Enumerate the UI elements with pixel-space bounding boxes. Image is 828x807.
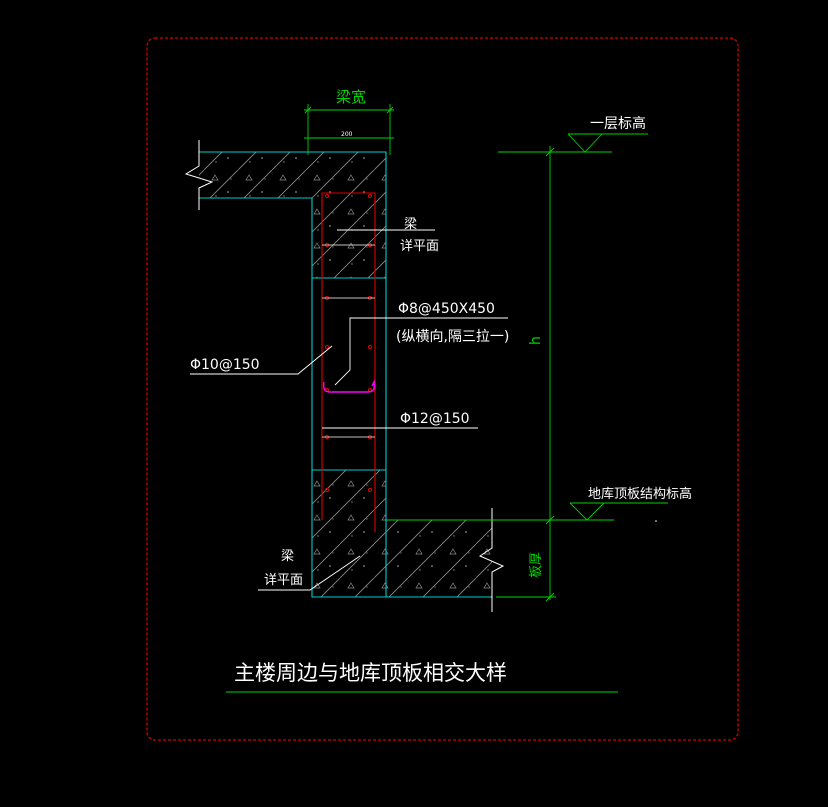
basement-roof-level-label: 地库顶板结构标高 (588, 486, 692, 502)
tie-bar-label-2: (纵横向,隔三拉一) (396, 329, 509, 345)
tie-bar (322, 379, 376, 393)
break-lines (184, 140, 505, 612)
stray-dot (655, 520, 657, 522)
vertical-bar-label: Φ12@150 (400, 411, 470, 427)
tie-bar-label-1: Φ8@450X450 (398, 301, 495, 317)
leader-lines (190, 229, 508, 591)
beam-lower-label-1: 梁 (281, 549, 294, 564)
drawing-frame (146, 37, 739, 741)
beam-width-dimension: 200 (341, 131, 353, 138)
height-label: h (528, 336, 544, 345)
beam-lower-label-2: 详平面 (264, 573, 303, 588)
level-top-label: 一层标高 (590, 115, 646, 132)
dimension-lines (226, 104, 668, 693)
horizontal-bar-label: Φ10@150 (190, 357, 260, 373)
rebar-dots (324, 193, 373, 493)
horizontal-bars (322, 244, 375, 438)
rebar (321, 192, 376, 532)
beam-width-label: 梁宽 (336, 88, 366, 106)
slab-thickness-label: 板厚 (529, 552, 544, 578)
drawing-title: 主楼周边与地库顶板相交大样 (234, 661, 507, 685)
beam-upper-label-2: 详平面 (400, 239, 439, 254)
concrete-hatching (199, 152, 492, 597)
beam-upper-label-1: 梁 (404, 217, 417, 232)
